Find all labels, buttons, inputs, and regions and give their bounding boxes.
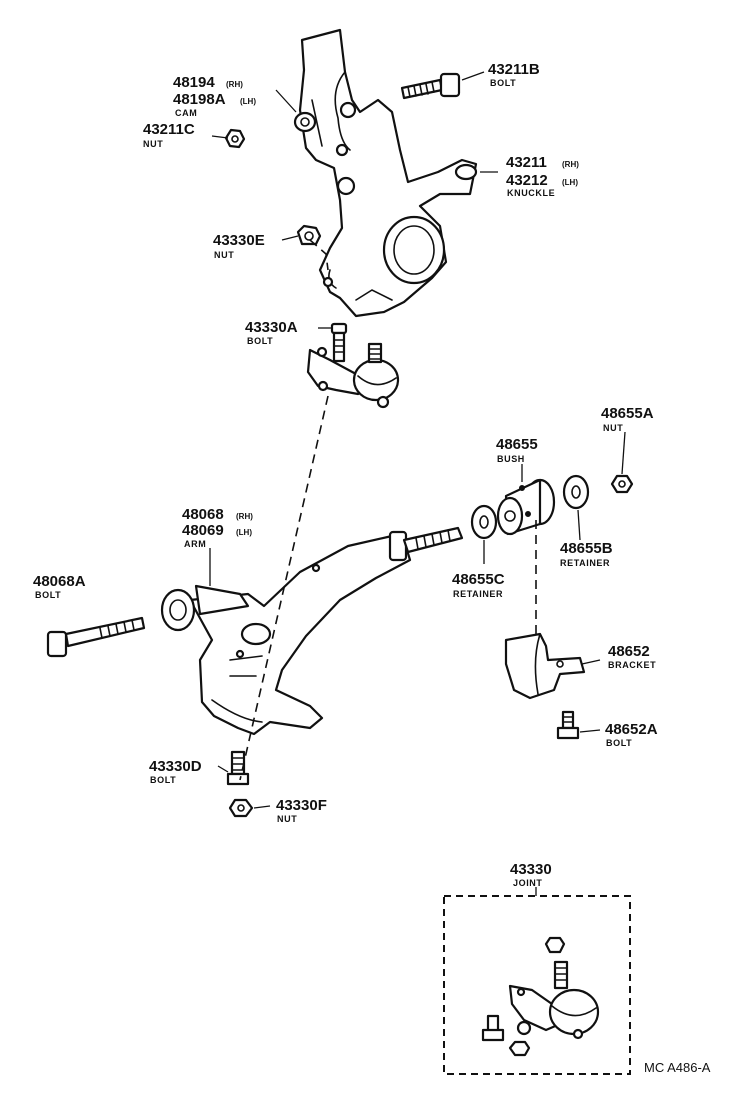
joint-inset[interactable] — [443, 895, 631, 1075]
cam-suffix-rh: (RH) — [226, 80, 243, 89]
callout-bolt-43330a: 43330A BOLT — [245, 319, 298, 346]
retainer-48655b-part: 48655B — [560, 540, 613, 557]
nut-43211c-part: 43211C — [143, 121, 195, 138]
bolt-48652a-part: 48652A — [605, 721, 658, 738]
inset-ball-joint — [508, 984, 600, 1040]
bolt-43330d-name: BOLT — [150, 775, 176, 785]
lower-control-arm[interactable] — [160, 526, 464, 736]
retainer-48655c[interactable] — [470, 504, 498, 540]
callout-retainer-48655c: 48655C RETAINER — [452, 571, 505, 599]
arm-part-rh: 48068 — [182, 506, 224, 523]
alignment-lines — [239, 239, 537, 781]
bolt-43211b[interactable] — [400, 72, 461, 100]
retainer-48655c-part: 48655C — [452, 571, 505, 588]
arm-part-lh: 48069 — [182, 522, 224, 539]
callout-bolt-48652a: 48652A BOLT — [605, 721, 658, 748]
knuckle-part-lh: 43212 — [506, 172, 548, 189]
cam-suffix-lh: (LH) — [240, 97, 256, 106]
arm-suffix-lh: (LH) — [236, 528, 252, 537]
bolt-48652a-name: BOLT — [606, 738, 632, 748]
callout-retainer-48655b: 48655B RETAINER — [560, 540, 613, 568]
callout-arm: 48068 (RH) 48069 (LH) ARM — [182, 506, 253, 549]
bush-part: 48655 — [496, 436, 538, 453]
nut-48655a-part: 48655A — [601, 405, 654, 422]
retainer-48655b-name: RETAINER — [560, 558, 610, 568]
bolt-43330a-part: 43330A — [245, 319, 298, 336]
callout-bolt-48068a: 48068A BOLT — [33, 573, 86, 600]
callout-cam: 48194 (RH) 48198A (LH) CAM — [173, 74, 256, 118]
bushing-48655[interactable] — [496, 478, 556, 536]
ball-joint-assembly[interactable] — [306, 342, 400, 409]
bush-name: BUSH — [497, 454, 525, 464]
callout-nut-43330f: 43330F NUT — [276, 797, 327, 824]
bolt-43330a[interactable] — [330, 322, 348, 363]
bolt-43330d[interactable] — [226, 750, 250, 786]
inset-nut — [544, 936, 566, 954]
cam-part-rh: 48194 — [173, 74, 215, 91]
retainer-48655c-name: RETAINER — [453, 589, 503, 599]
knuckle-part-rh: 43211 — [506, 154, 547, 171]
callout-bolt-43211b: 43211B BOLT — [488, 61, 540, 88]
joint-part: 43330 — [510, 861, 552, 878]
arm-name: ARM — [184, 539, 206, 549]
callout-knuckle: 43211 (RH) 43212 (LH) KNUCKLE — [506, 154, 579, 198]
inset-washer — [516, 1020, 532, 1036]
figure-code: MC A486-A — [644, 1060, 711, 1075]
callout-nut-43211c: 43211C NUT — [143, 121, 195, 149]
knuckle-suffix-lh: (LH) — [562, 178, 578, 187]
bracket-name: BRACKET — [608, 660, 656, 670]
bolt-48068a-name: BOLT — [35, 590, 61, 600]
bolt-48068a-part: 48068A — [33, 573, 86, 590]
leader-lines — [209, 71, 626, 896]
nut-43330f-name: NUT — [277, 814, 297, 824]
knuckle-suffix-rh: (RH) — [562, 160, 579, 169]
bracket-part: 48652 — [608, 643, 650, 660]
cam-name: CAM — [175, 108, 197, 118]
nut-43211c-name: NUT — [143, 139, 163, 149]
joint-name: JOINT — [513, 878, 543, 888]
bolt-43330d-part: 43330D — [149, 758, 202, 775]
callout-joint: 43330 JOINT — [510, 861, 552, 888]
bracket-48652[interactable] — [504, 632, 586, 700]
inset-stud — [553, 960, 569, 990]
callout-bracket: 48652 BRACKET — [608, 643, 656, 670]
nut-43330e-part: 43330E — [213, 232, 265, 249]
inset-bolt — [481, 1014, 505, 1042]
callout-bush: 48655 BUSH — [496, 436, 538, 464]
bolt-43211b-name: BOLT — [490, 78, 516, 88]
bolt-43330a-name: BOLT — [247, 336, 273, 346]
bolt-48068a[interactable] — [46, 616, 146, 658]
callout-nut-48655a: 48655A NUT — [601, 405, 654, 433]
callout-bolt-43330d: 43330D BOLT — [149, 758, 202, 785]
cam-washer[interactable] — [293, 111, 317, 133]
nut-48655a[interactable] — [610, 474, 634, 494]
inset-small-nut — [508, 1040, 531, 1057]
callout-nut-43330e: 43330E NUT — [213, 232, 265, 260]
knuckle-name: KNUCKLE — [507, 188, 555, 198]
retainer-48655b[interactable] — [562, 474, 590, 510]
steering-knuckle[interactable] — [298, 28, 478, 318]
bolt-48652a[interactable] — [556, 710, 580, 740]
bolt-43211b-part: 43211B — [488, 61, 540, 78]
nut-48655a-name: NUT — [603, 423, 623, 433]
nut-43330e[interactable] — [296, 224, 322, 246]
nut-43330e-name: NUT — [214, 250, 234, 260]
arm-suffix-rh: (RH) — [236, 512, 253, 521]
cam-part-lh: 48198A — [173, 91, 226, 108]
nut-43330f-part: 43330F — [276, 797, 327, 814]
nut-43211c[interactable] — [224, 128, 246, 149]
nut-43330f[interactable] — [228, 798, 254, 818]
